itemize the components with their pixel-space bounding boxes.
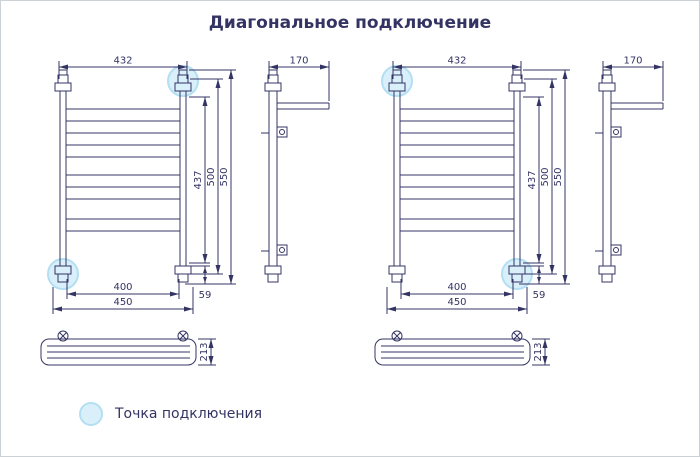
side-view [261,69,330,283]
dim-bottom-offset: 59 [199,290,212,301]
bottom-view [40,330,197,366]
dim-top-width: 432 [447,56,466,67]
dim-height-overall: 550 [219,167,230,186]
front-view [54,69,192,283]
dimension-labels: 432 400 450 437 500 550 59 170 213 [113,56,308,362]
dim-width-outer: 450 [113,297,132,308]
dim-shelf-depth: 213 [533,342,544,361]
dim-height-mount: 500 [206,167,217,186]
dimension-lines [386,61,664,366]
connection-highlights [47,65,199,290]
dim-height-rails: 437 [193,170,204,189]
legend-label: Точка подключения [115,406,263,422]
dim-width-inner: 400 [447,282,466,293]
dimension-arrows [387,64,663,365]
connection-highlights [381,65,533,290]
dim-shelf-depth: 213 [199,342,210,361]
diagram-left: 432 400 450 437 500 550 59 170 213 [40,56,330,366]
dimension-labels: 432 400 450 437 500 550 59 170 213 [447,56,642,362]
diagram-right: 432 400 450 437 500 550 59 170 213 [374,56,664,366]
page-title: Диагональное подключение [208,13,492,33]
dim-pipe-length: 170 [289,56,308,67]
diagram-row: 432 400 450 437 500 550 59 170 213 [1,51,699,386]
legend: Точка подключения [79,402,699,426]
dim-height-rails: 437 [527,170,538,189]
dimension-arrows [53,64,329,365]
dim-top-width: 432 [113,56,132,67]
dim-height-mount: 500 [540,167,551,186]
bottom-view [374,330,531,366]
dim-width-inner: 400 [113,282,132,293]
dim-height-overall: 550 [553,167,564,186]
dim-width-outer: 450 [447,297,466,308]
dim-bottom-offset: 59 [533,290,546,301]
dimension-lines [52,61,330,366]
front-view [388,69,526,283]
connection-point-legend-icon [79,402,103,426]
dim-pipe-length: 170 [623,56,642,67]
side-view [595,69,664,283]
